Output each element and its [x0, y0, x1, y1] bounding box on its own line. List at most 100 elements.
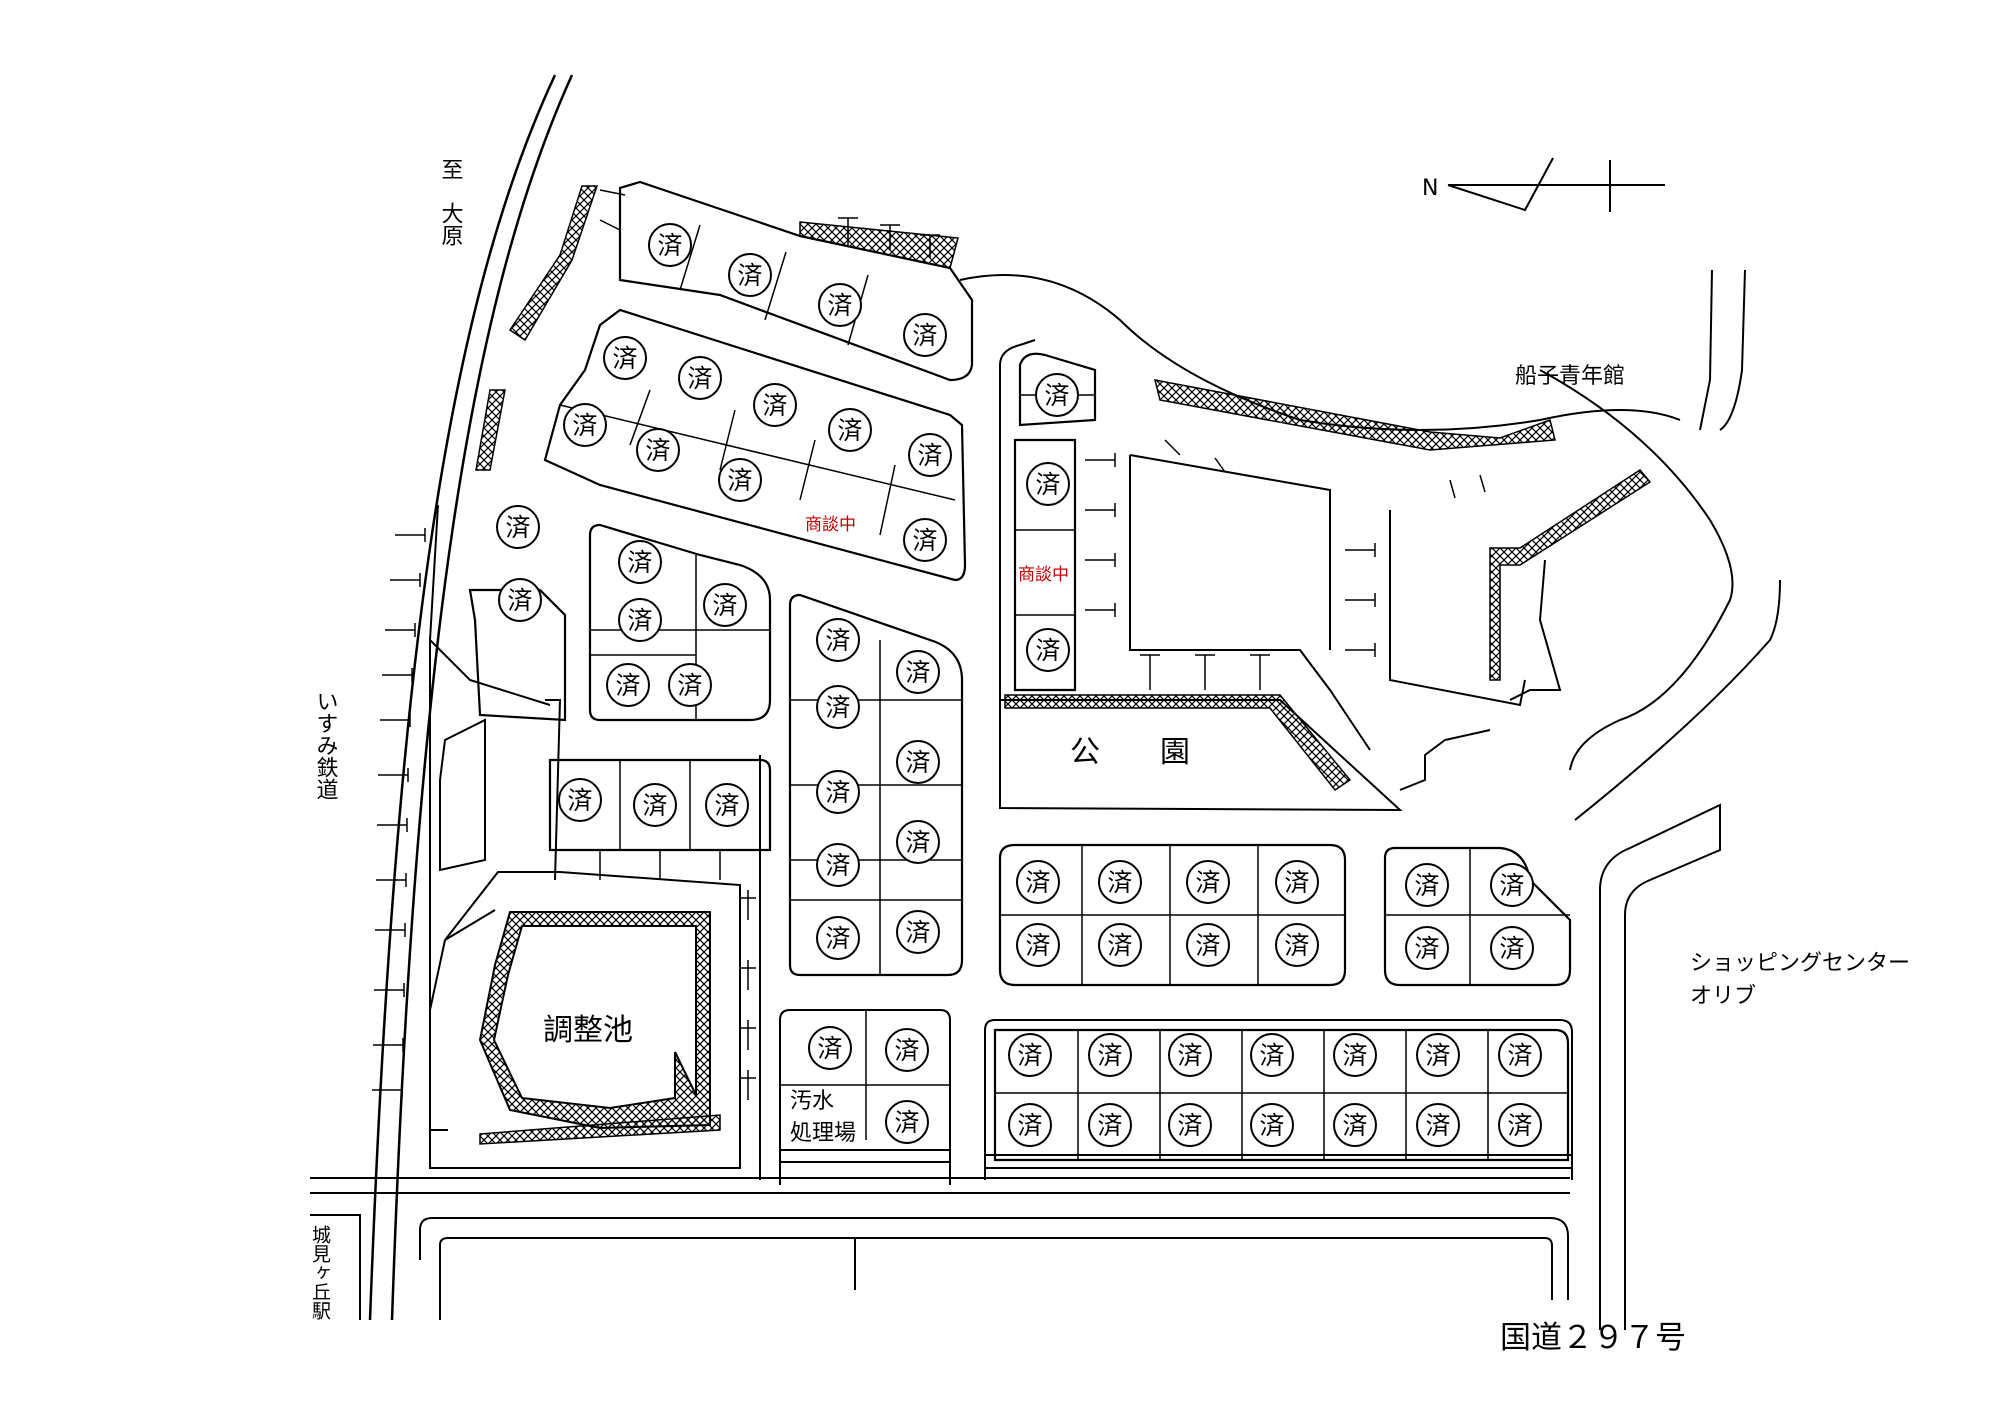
sold-lot-label: 済 — [657, 231, 682, 260]
sold-lot-marker: 済 — [1490, 863, 1534, 907]
sold-lot-label: 済 — [1414, 934, 1439, 963]
isumi-railway-label: いすみ鉄道 — [313, 690, 339, 800]
negotiating-lot-label: 商談中 — [1018, 565, 1069, 585]
sold-lot-circle — [1186, 923, 1230, 967]
sold-lot-circle — [1416, 1103, 1460, 1147]
sold-lot-circle — [1035, 373, 1079, 417]
sold-lot-marker: 済 — [618, 598, 662, 642]
sold-lot-circle — [1098, 860, 1142, 904]
sold-lot-label: 済 — [912, 526, 937, 555]
sold-lot-circle — [728, 253, 772, 297]
sold-lot-marker: 済 — [816, 916, 860, 960]
sold-lot-marker: 済 — [1186, 860, 1230, 904]
sold-lot-label: 済 — [1025, 868, 1050, 897]
sold-lot-circle — [885, 1028, 929, 1072]
retention-pond — [429, 871, 741, 1169]
sold-lot-label: 済 — [837, 416, 862, 445]
sold-lot-label: 済 — [1017, 1041, 1042, 1070]
sold-lot-circle — [816, 618, 860, 662]
sold-lot-marker: 済 — [903, 518, 947, 562]
sold-lot-label: 済 — [817, 1034, 842, 1063]
sold-lot-circle — [828, 408, 872, 452]
sold-lot-circle — [718, 458, 762, 502]
sold-lot-marker: 済 — [1026, 462, 1070, 506]
sold-lot-marker: 済 — [816, 843, 860, 887]
sold-lot-circle — [1416, 1033, 1460, 1077]
sold-lot-marker: 済 — [816, 770, 860, 814]
railway-line — [368, 74, 574, 1321]
sold-lot-circle — [1405, 926, 1449, 970]
sold-lot-marker: 済 — [896, 910, 940, 954]
sold-lot-label: 済 — [612, 344, 637, 373]
sold-lot-circle — [636, 428, 680, 472]
sold-lot-circle — [1008, 1103, 1052, 1147]
sold-lot-marker: 済 — [1498, 1103, 1542, 1147]
sold-lot-label: 済 — [627, 548, 652, 577]
sold-lot-label: 済 — [677, 671, 702, 700]
sold-lot-marker: 済 — [633, 783, 677, 827]
sold-lot-marker: 済 — [1275, 923, 1319, 967]
sold-lot-label: 済 — [505, 513, 530, 542]
sold-lot-marker: 済 — [753, 383, 797, 427]
sold-lot-label: 済 — [1284, 931, 1309, 960]
sold-lot-marker: 済 — [1026, 628, 1070, 672]
sold-lot-label: 済 — [912, 321, 937, 350]
sold-lot-label: 済 — [1025, 931, 1050, 960]
sold-lot-marker: 済 — [606, 663, 650, 707]
sold-lot-circle — [1405, 863, 1449, 907]
sold-lot-circle — [703, 583, 747, 627]
sold-lot-marker: 済 — [1168, 1103, 1212, 1147]
sold-lot-circle — [1026, 628, 1070, 672]
sold-lot-marker: 済 — [896, 740, 940, 784]
sold-lot-label: 済 — [825, 924, 850, 953]
sold-lot-label: 済 — [1177, 1111, 1202, 1140]
sold-lot-marker: 済 — [618, 540, 662, 584]
sold-lot-circle — [808, 1026, 852, 1070]
park-label: 公 園 — [1070, 735, 1190, 770]
sold-lot-circle — [1498, 1103, 1542, 1147]
sold-lot-marker: 済 — [818, 283, 862, 327]
sold-lot-label: 済 — [894, 1036, 919, 1065]
sold-lot-marker: 済 — [896, 820, 940, 864]
sold-lot-label: 済 — [627, 606, 652, 635]
sold-lot-markers: 済済済済済済済済済済済済済済済済済済済済済済済済済済済済済済済済済済済済済済済済… — [496, 223, 1542, 1147]
sold-lot-label: 済 — [1195, 931, 1220, 960]
sold-lot-circle — [885, 1100, 929, 1144]
sold-lot-label: 済 — [1017, 1111, 1042, 1140]
sold-lot-label: 済 — [1499, 871, 1524, 900]
sold-lot-marker: 済 — [728, 253, 772, 297]
sold-lot-marker: 済 — [1016, 860, 1060, 904]
north-label: N — [1422, 176, 1438, 201]
sold-lot-label: 済 — [1035, 636, 1060, 665]
sold-lot-label: 済 — [1342, 1041, 1367, 1070]
sold-lot-marker: 済 — [1250, 1103, 1294, 1147]
sold-lot-circle — [1333, 1103, 1377, 1147]
sold-lot-label: 済 — [917, 441, 942, 470]
sold-lot-label: 済 — [825, 626, 850, 655]
sold-lot-marker: 済 — [1098, 860, 1142, 904]
sold-lot-circle — [1016, 923, 1060, 967]
sold-lot-circle — [896, 820, 940, 864]
sold-lot-circle — [1016, 860, 1060, 904]
sold-lot-label: 済 — [1107, 931, 1132, 960]
sold-lot-label: 済 — [1097, 1111, 1122, 1140]
sold-lot-label: 済 — [1425, 1041, 1450, 1070]
sold-lot-label: 済 — [1425, 1111, 1450, 1140]
sold-lot-label: 済 — [687, 364, 712, 393]
sold-lot-circle — [618, 598, 662, 642]
sold-lot-circle — [678, 356, 722, 400]
sold-lot-marker: 済 — [496, 505, 540, 549]
sold-lot-circle — [606, 663, 650, 707]
sold-lot-circle — [1275, 923, 1319, 967]
sold-lot-circle — [1168, 1033, 1212, 1077]
sold-lot-circle — [496, 505, 540, 549]
sold-lot-circle — [816, 770, 860, 814]
sold-lot-label: 済 — [1507, 1041, 1532, 1070]
sold-lot-marker: 済 — [498, 578, 542, 622]
retention-pond-label: 調整池 — [543, 1013, 633, 1048]
sold-lot-circle — [896, 650, 940, 694]
sold-lot-marker: 済 — [1008, 1033, 1052, 1077]
sold-lot-circle — [1333, 1033, 1377, 1077]
